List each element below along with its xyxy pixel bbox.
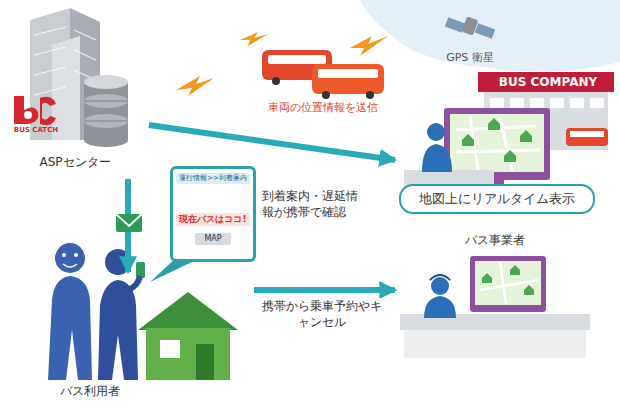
bus-catch-logo — [14, 96, 56, 125]
logo-text: BUS CATCH — [8, 126, 64, 135]
mail-icon — [116, 214, 142, 232]
bus-users-node-text: バス利用者 — [40, 384, 140, 399]
gps-satellite — [445, 16, 495, 38]
reservation-desk — [400, 256, 590, 358]
phone-screen-text: MAP — [195, 233, 231, 245]
map-monitor-top — [404, 108, 550, 188]
server-stack — [84, 75, 128, 147]
vehicle-group-text: 車両の位置情報を送信 — [250, 101, 395, 115]
vehicle-group: 車両の位置情報を送信 — [250, 35, 398, 123]
bus-operator: BUS COMPANY 地図上にリアルタイム表示バス事業者 — [395, 70, 617, 400]
bus-operator-text: 地図上にリアルタイム表示 — [399, 184, 595, 214]
sky-cloud — [360, 0, 620, 72]
phone-screen-text: 運行情報>>到着案内 — [176, 173, 250, 184]
bus-operator-text: BUS COMPANY — [483, 75, 613, 90]
gps-satellite-node: GPS 衛星 — [430, 5, 510, 71]
bus-users-node: バス利用者 — [10, 272, 250, 402]
house — [138, 292, 238, 380]
edge-label: 携帯から乗車予約やキャンセル — [262, 298, 382, 330]
asp-center-text: ASPセンター — [25, 155, 125, 170]
callout-note: 到着案内・遅延情報が携帯で確認 — [262, 188, 362, 220]
flow-arrow — [149, 125, 395, 160]
gps-satellite-node-text: GPS 衛星 — [434, 51, 506, 65]
signal-bolts — [176, 32, 388, 96]
bus-operator-text: バス事業者 — [435, 233, 555, 248]
bus-icons — [262, 50, 384, 99]
phone-screen: 運行情報>>到着案内現在バスはココ! MAP — [170, 166, 256, 262]
asp-center: ASPセンター — [5, 5, 145, 177]
flow-arrow — [254, 287, 395, 293]
phone-screen-text: 現在バスはココ! — [176, 213, 250, 226]
